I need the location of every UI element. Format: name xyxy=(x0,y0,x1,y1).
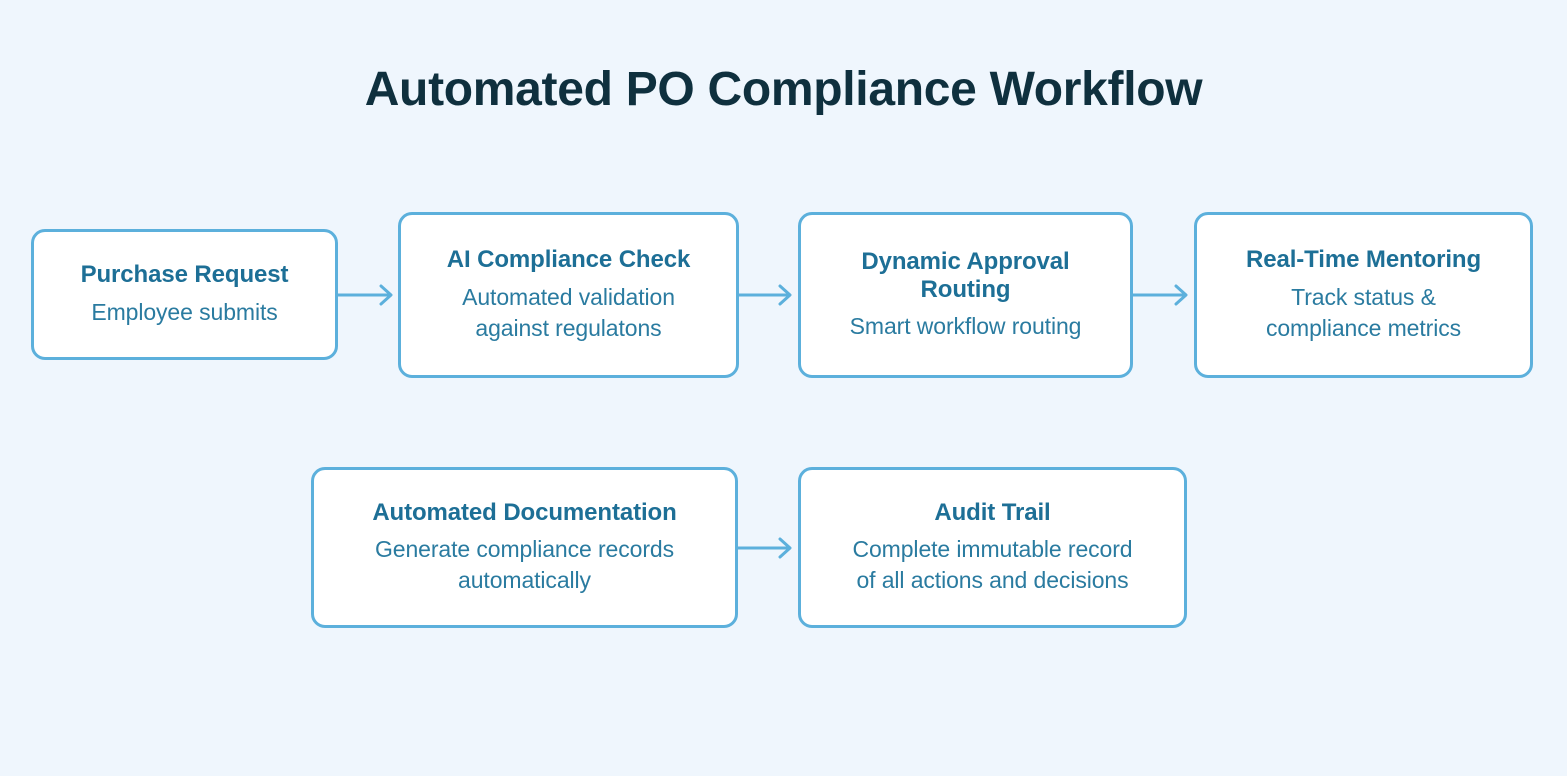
node-description: Generate compliance records automaticall… xyxy=(375,534,674,596)
arrow-right-icon xyxy=(1133,280,1195,310)
arrow-right-icon xyxy=(338,280,400,310)
node-title: Real-Time Mentoring xyxy=(1245,246,1482,274)
node-purchase-request[interactable]: Purchase Request Employee submits xyxy=(31,229,338,360)
node-title-line: Routing xyxy=(920,275,1011,303)
node-description: Employee submits xyxy=(91,298,278,325)
node-description-line: Complete immutable record xyxy=(852,536,1133,563)
node-title-line: Dynamic Approval xyxy=(861,247,1070,275)
arrow-right-icon xyxy=(738,533,799,563)
node-description-line: Automated validation xyxy=(462,283,675,310)
node-description-line: against regulatons xyxy=(475,314,662,341)
node-description: Smart workflow routing xyxy=(849,313,1082,340)
node-description-line: Generate compliance records xyxy=(374,536,674,563)
node-title: Automated Documentation xyxy=(372,498,677,526)
page-title: Automated PO Compliance Workflow xyxy=(364,63,1203,116)
node-title: AI Compliance Check xyxy=(446,246,691,274)
node-title: Audit Trail xyxy=(934,498,1051,526)
node-description-line: compliance metrics xyxy=(1265,314,1462,341)
node-description-line: of all actions and decisions xyxy=(856,567,1129,594)
node-description-line: automatically xyxy=(458,567,591,594)
node-description: Automated validation against regulatons xyxy=(462,282,675,344)
arrow-right-icon xyxy=(739,280,799,310)
node-ai-compliance-check[interactable]: AI Compliance Check Automated validation… xyxy=(398,212,739,378)
node-dynamic-approval-routing[interactable]: Dynamic Approval Routing Smart workflow … xyxy=(798,212,1133,378)
node-description: Complete immutable record of all actions… xyxy=(852,534,1132,596)
node-description-line: Track status & xyxy=(1291,283,1436,310)
node-automated-documentation[interactable]: Automated Documentation Generate complia… xyxy=(311,467,738,628)
node-title: Purchase Request xyxy=(80,261,289,289)
node-audit-trail[interactable]: Audit Trail Complete immutable record of… xyxy=(798,467,1187,628)
node-title: Dynamic Approval Routing xyxy=(861,248,1069,305)
node-description: Track status & compliance metrics xyxy=(1266,282,1461,344)
node-real-time-mentoring[interactable]: Real-Time Mentoring Track status & compl… xyxy=(1194,212,1533,378)
